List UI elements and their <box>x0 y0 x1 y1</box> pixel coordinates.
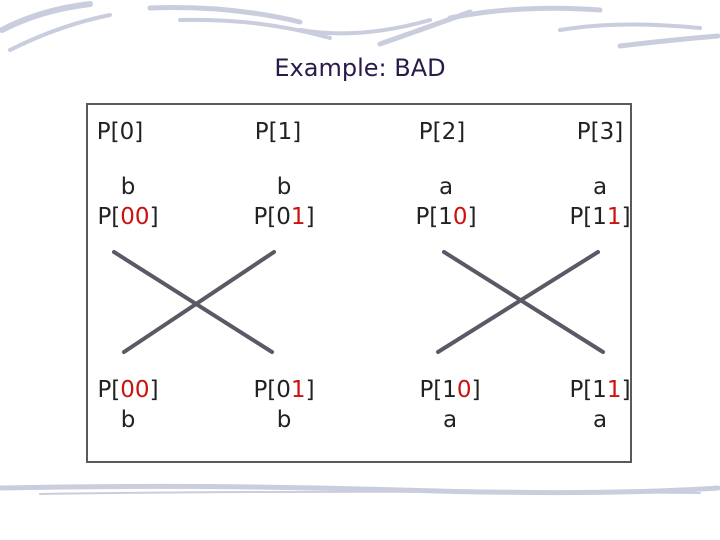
top-letter: b <box>120 174 136 200</box>
header-p2: P[2] <box>418 119 466 145</box>
top-cell-0: b P[00] <box>58 172 198 232</box>
bottom-cell-3: P[11] a <box>530 375 670 435</box>
top-index: P[00] <box>97 204 159 230</box>
index-bits: 00 <box>120 204 150 230</box>
index-bits-tail: 1 <box>290 204 306 230</box>
top-letter: a <box>438 174 454 200</box>
bottom-cell-2: P[10] a <box>380 375 520 435</box>
header-p3: P[3] <box>576 119 624 145</box>
diagram-frame <box>86 103 632 463</box>
bottom-cell-0: P[00] b <box>58 375 198 435</box>
top-letter: b <box>276 174 292 200</box>
bottom-cell-1: P[01] b <box>214 375 354 435</box>
top-cell-2: a P[10] <box>376 172 516 232</box>
index-bit-dark: 0 <box>276 204 291 230</box>
bottom-index: P[11] <box>569 377 631 403</box>
bottom-index: P[01] <box>253 377 315 403</box>
top-letter: a <box>592 174 608 200</box>
slide-title: Example: BAD <box>274 54 446 82</box>
top-index: P[10] <box>415 204 477 230</box>
top-cell-1: b P[01] <box>214 172 354 232</box>
decorative-header-strokes <box>0 1 720 52</box>
bottom-letter: a <box>592 407 608 433</box>
bottom-letter: a <box>442 407 458 433</box>
bottom-index: P[00] <box>97 377 159 403</box>
bottom-index: P[10] <box>419 377 481 403</box>
header-p1: P[1] <box>254 119 302 145</box>
top-cell-3: a P[11] <box>530 172 670 232</box>
top-index: P[11] <box>569 204 631 230</box>
header-p0: P[0] <box>96 119 144 145</box>
top-index: P[01] <box>253 204 315 230</box>
bottom-letter: b <box>276 407 292 433</box>
bottom-letter: b <box>120 407 136 433</box>
decorative-footer-stroke <box>0 483 720 496</box>
